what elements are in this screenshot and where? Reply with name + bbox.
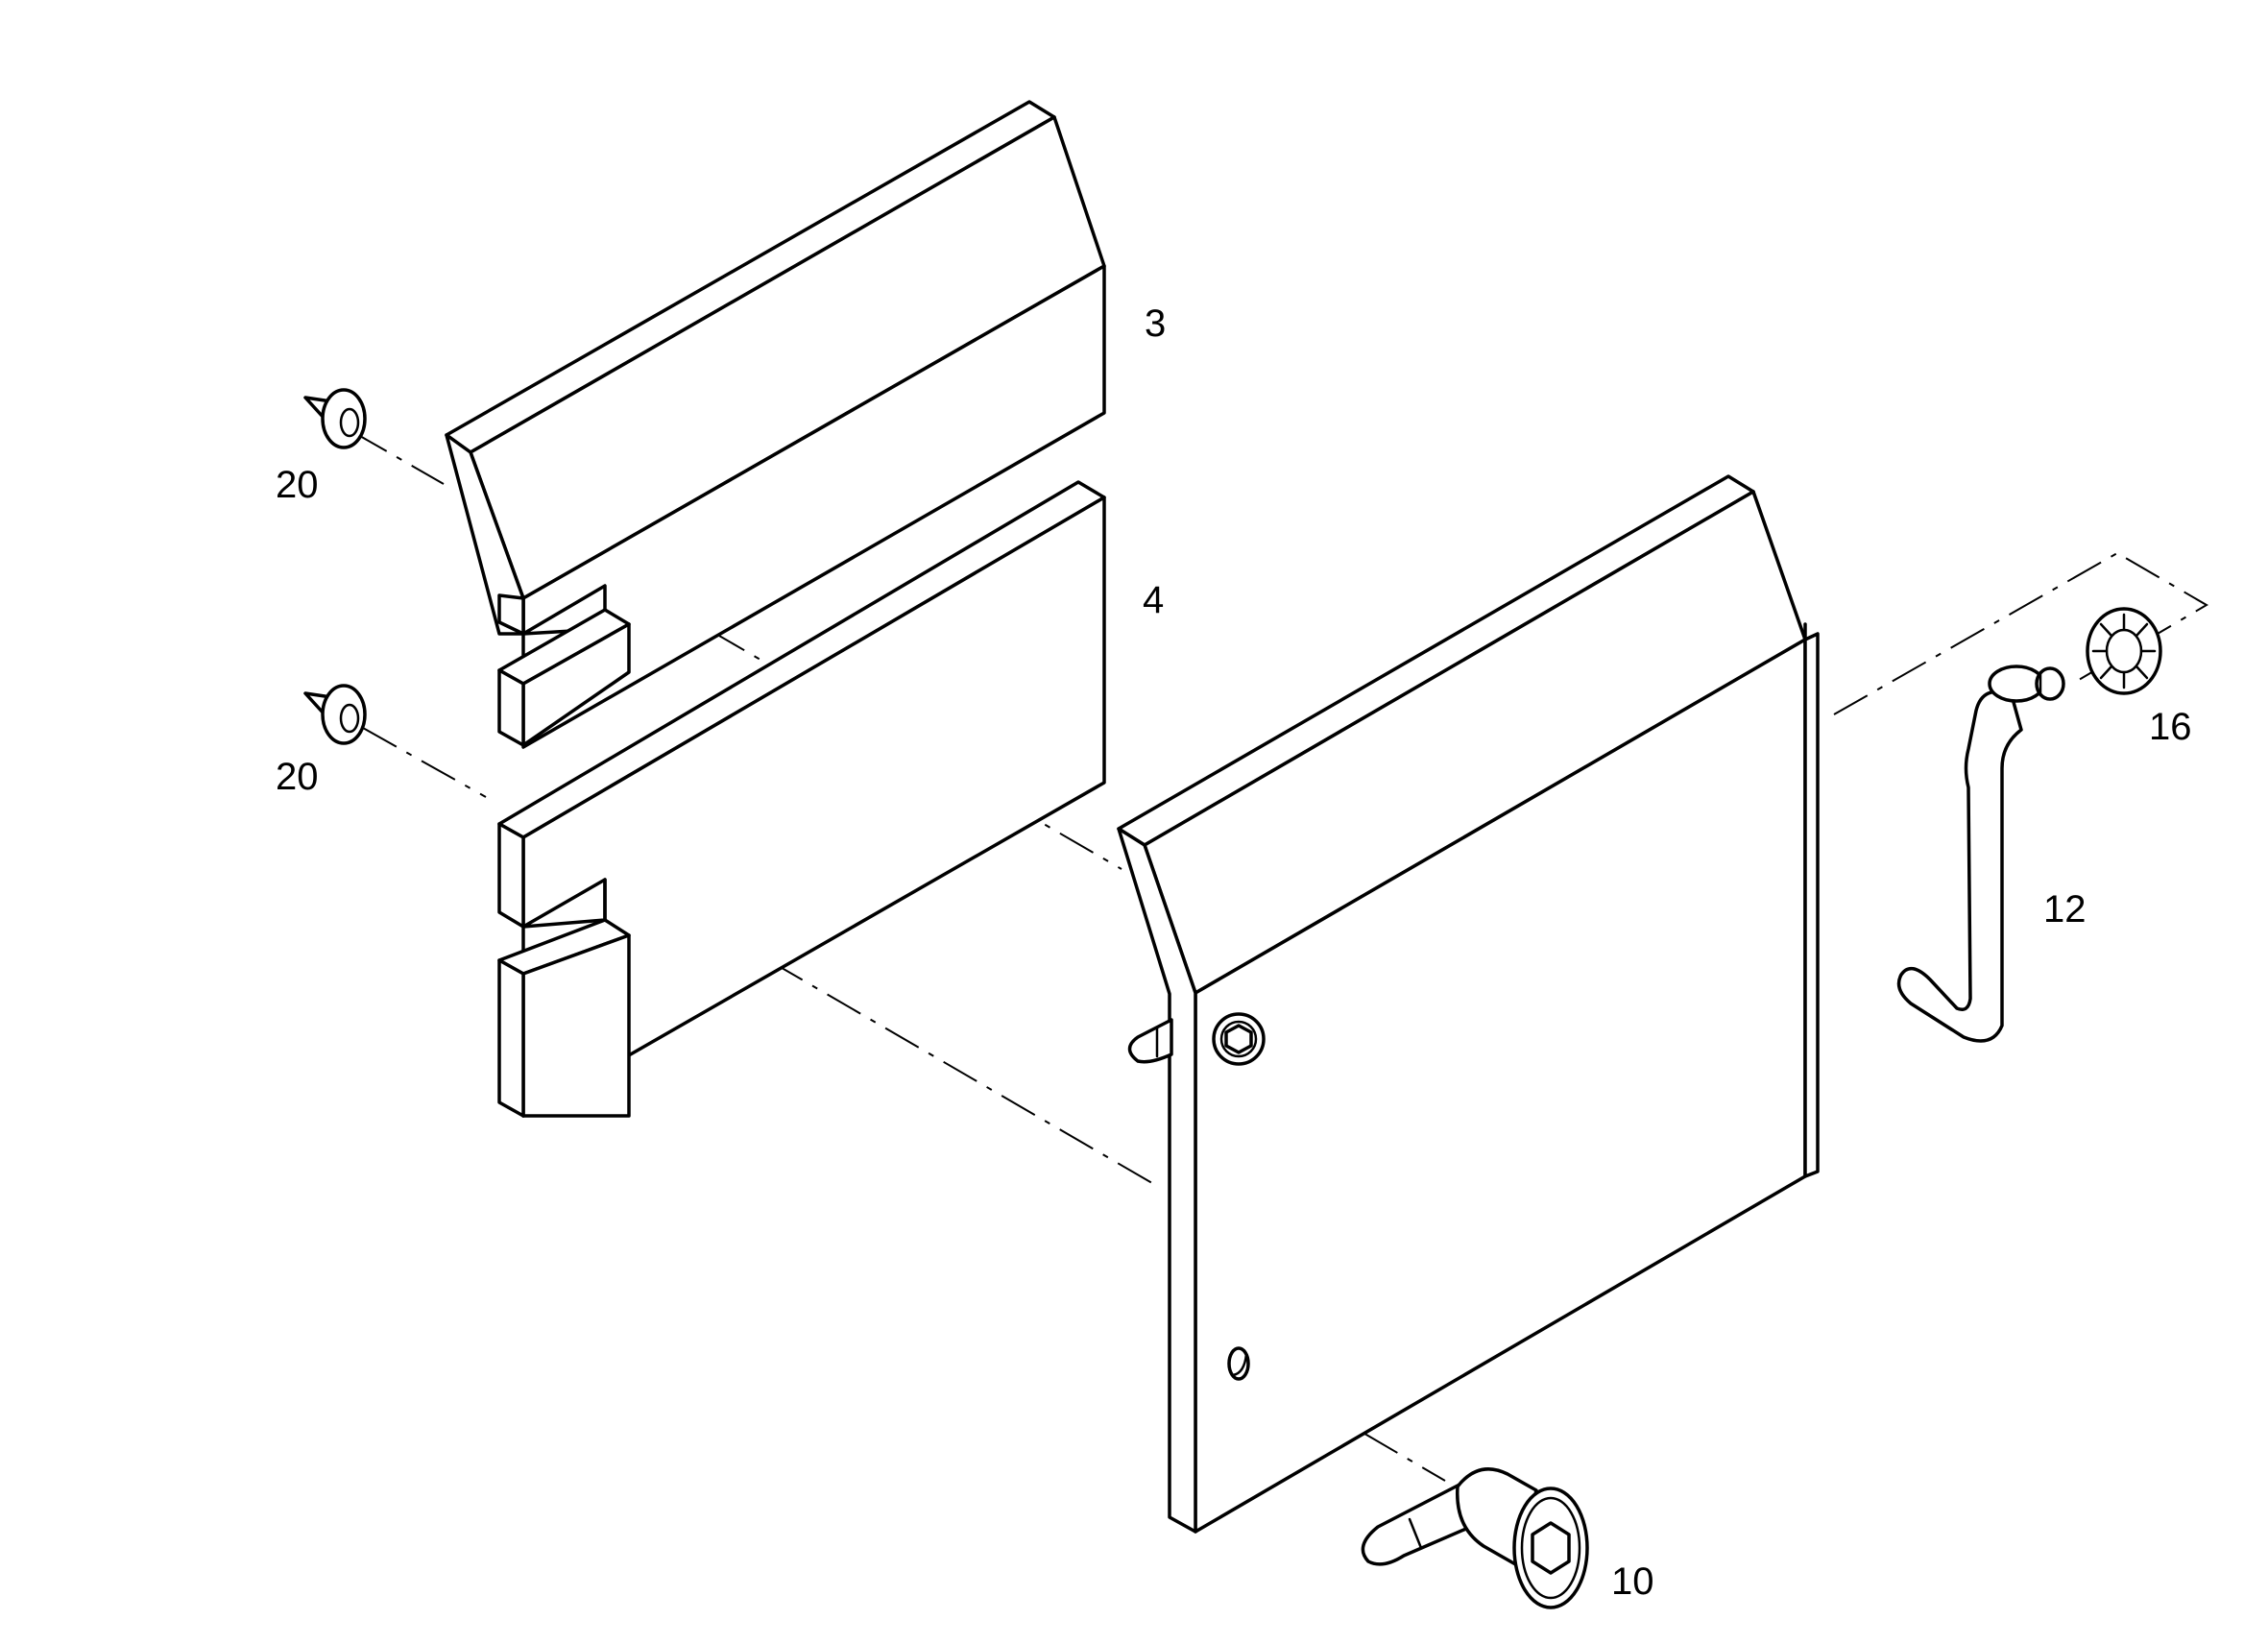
star-washer-teeth-icon — [2091, 613, 2157, 689]
part-4-lower-tongue-side — [497, 958, 525, 1118]
clip-lower-hole — [339, 703, 360, 734]
callout-part-3: 3 — [1145, 302, 1166, 345]
part-3-upper-cover — [445, 100, 1106, 749]
part-10-cam-lock — [1361, 1467, 1589, 1609]
callout-part-10: 10 — [1611, 1560, 1654, 1603]
hex-bolt-upper-ring — [1219, 1020, 1258, 1058]
lock-hole-shadow — [1231, 1352, 1248, 1377]
part-12-handle — [1896, 665, 2065, 1043]
door-panel-right-edge — [1803, 632, 1820, 1178]
door-panel-left-edge — [1117, 827, 1197, 1534]
part-4-middle-tongue-side — [497, 822, 525, 929]
part-16-star-washer — [2086, 607, 2162, 695]
handle-stud — [2035, 666, 2065, 701]
back-lever-tab — [1127, 1018, 1173, 1064]
callout-part-20-lower: 20 — [276, 756, 319, 798]
leader-lower-clip — [362, 727, 487, 798]
cam-lock-lever-fold — [1408, 1517, 1423, 1550]
lock-hole — [1227, 1346, 1250, 1381]
part-4-slotted-plate — [497, 480, 1106, 1118]
door-panel — [1117, 474, 1820, 1534]
callout-part-12: 12 — [2043, 888, 2087, 931]
callout-part-20-upper: 20 — [276, 464, 319, 506]
part-20-clip-upper — [303, 388, 367, 449]
clip-upper-hole — [339, 407, 360, 438]
part-4-upper-tongue-side — [497, 668, 525, 747]
cam-lock-lever — [1361, 1483, 1477, 1566]
part-20-clip-lower — [303, 684, 367, 745]
leader-top-clip — [352, 431, 445, 485]
hex-socket-lock-icon — [1531, 1521, 1571, 1575]
callout-labels: 3 4 20 20 12 16 10 — [276, 302, 2192, 1603]
callout-part-16: 16 — [2149, 706, 2192, 748]
callout-part-4: 4 — [1143, 579, 1164, 621]
hex-socket-upper-icon — [1224, 1024, 1253, 1054]
cam-lock-head-rim — [1520, 1496, 1581, 1600]
handle-bar — [1896, 689, 2023, 1043]
